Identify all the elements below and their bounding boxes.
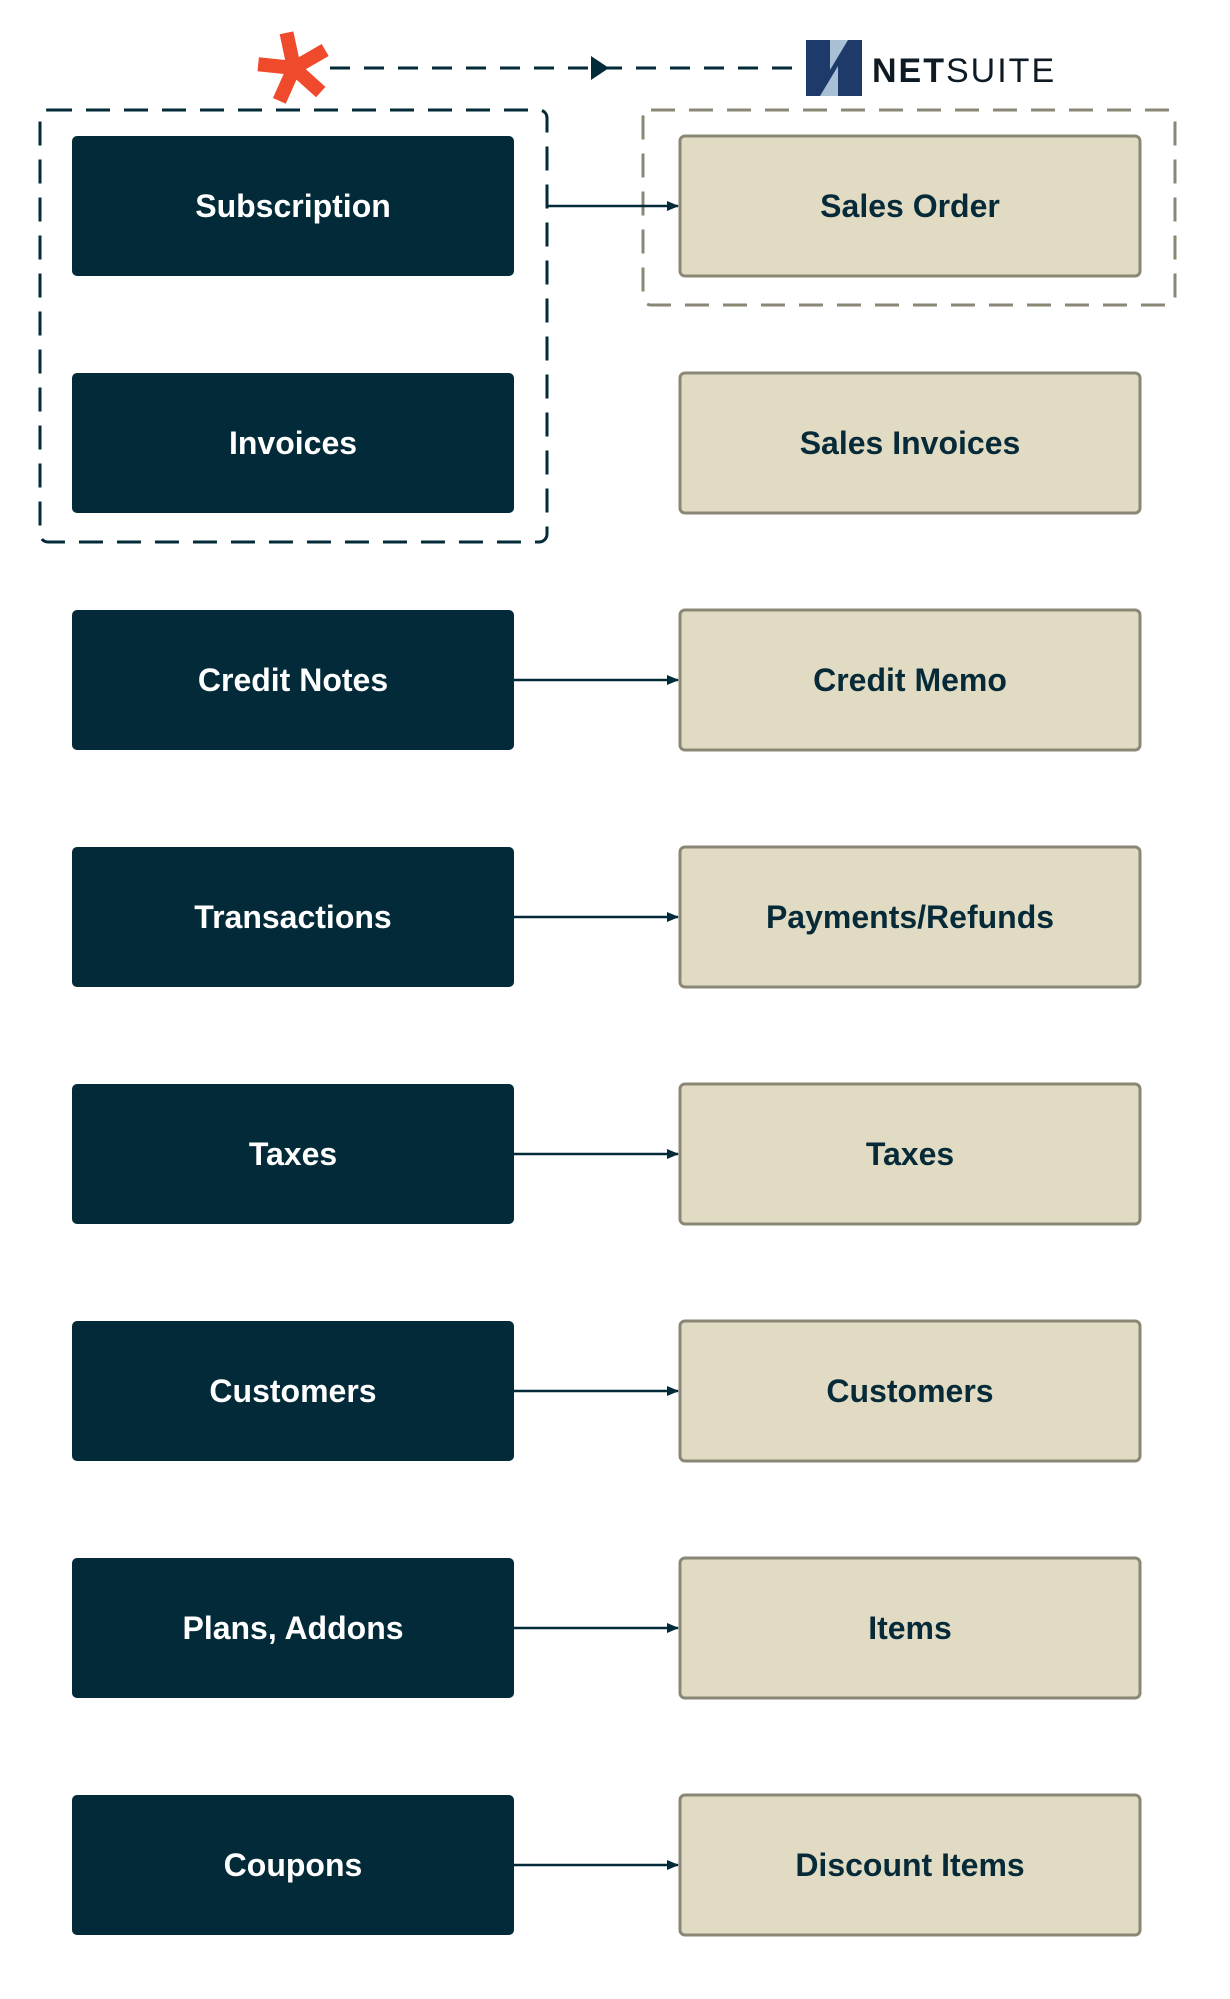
left-node-1-label: Subscription xyxy=(195,188,391,224)
right-node-2-label: Sales Invoices xyxy=(800,425,1021,461)
right-node-6-label: Customers xyxy=(826,1373,993,1409)
left-node-1 xyxy=(72,136,514,276)
left-node-8 xyxy=(72,1795,514,1935)
header-arrowhead xyxy=(591,56,609,80)
right-dashed-group xyxy=(641,108,1177,307)
left-node-2-label: Invoices xyxy=(229,425,357,461)
right-node-4-label: Payments/Refunds xyxy=(766,899,1054,935)
netsuite-brand-text: NETSUITE xyxy=(872,52,1056,90)
left-node-5-label: Taxes xyxy=(249,1136,337,1172)
left-node-2 xyxy=(72,373,514,513)
left-node-6-label: Customers xyxy=(209,1373,376,1409)
left-dashed-group xyxy=(38,108,549,544)
right-node-8 xyxy=(678,1793,1142,1937)
left-node-3-label: Credit Notes xyxy=(198,662,388,698)
right-node-3 xyxy=(678,608,1142,752)
left-node-7 xyxy=(72,1558,514,1698)
left-node-5 xyxy=(72,1084,514,1224)
left-node-7-label: Plans, Addons xyxy=(182,1610,403,1646)
right-node-7 xyxy=(678,1556,1142,1700)
right-node-7-label: Items xyxy=(868,1610,952,1646)
right-node-8-label: Discount Items xyxy=(795,1847,1024,1883)
right-node-2 xyxy=(678,371,1142,515)
right-node-1-label: Sales Order xyxy=(820,188,1000,224)
right-node-6 xyxy=(678,1319,1142,1463)
netsuite-brand-suite: SUITE xyxy=(946,52,1056,90)
right-node-5-label: Taxes xyxy=(866,1136,954,1172)
left-node-6 xyxy=(72,1321,514,1461)
right-node-5 xyxy=(678,1082,1142,1226)
right-node-1 xyxy=(678,134,1142,278)
netsuite-brand-net: NET xyxy=(872,52,946,90)
netsuite-logo-icon xyxy=(806,40,862,96)
right-node-4 xyxy=(678,845,1142,989)
right-node-3-label: Credit Memo xyxy=(813,662,1007,698)
left-node-3 xyxy=(72,610,514,750)
left-node-8-label: Coupons xyxy=(224,1847,363,1883)
left-node-4-label: Transactions xyxy=(194,899,391,935)
left-node-4 xyxy=(72,847,514,987)
chargebee-logo-icon xyxy=(257,31,329,104)
